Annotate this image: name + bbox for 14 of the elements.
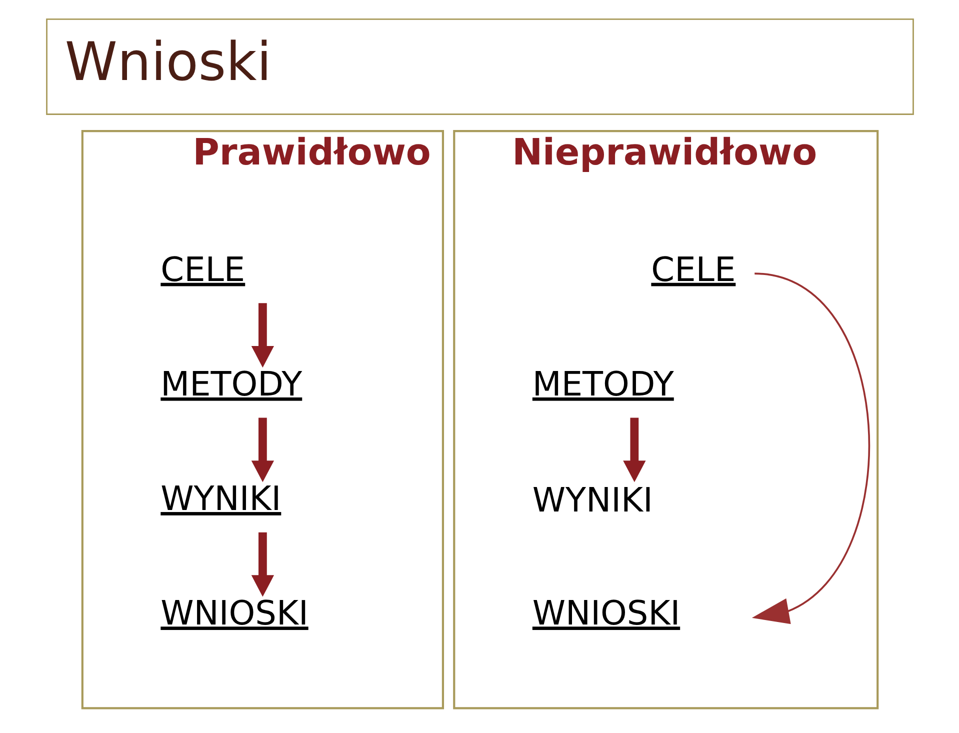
- node-text: WYNIKI: [160, 479, 281, 518]
- node-text: METODY: [160, 364, 302, 404]
- arrow: [250, 532, 274, 597]
- node-text: WNIOSKI: [532, 594, 680, 633]
- node-text: WNIOSKI: [160, 594, 308, 633]
- arrow: [751, 272, 869, 624]
- node-text: WYNIKI: [532, 480, 652, 520]
- arrow: [622, 418, 646, 482]
- arrow: [250, 303, 274, 368]
- node-text: CELE: [160, 250, 245, 289]
- diagram-title: Wnioski: [64, 30, 271, 93]
- node-text: CELE: [650, 250, 736, 289]
- node-text: METODY: [532, 364, 674, 404]
- arrow: [250, 418, 274, 482]
